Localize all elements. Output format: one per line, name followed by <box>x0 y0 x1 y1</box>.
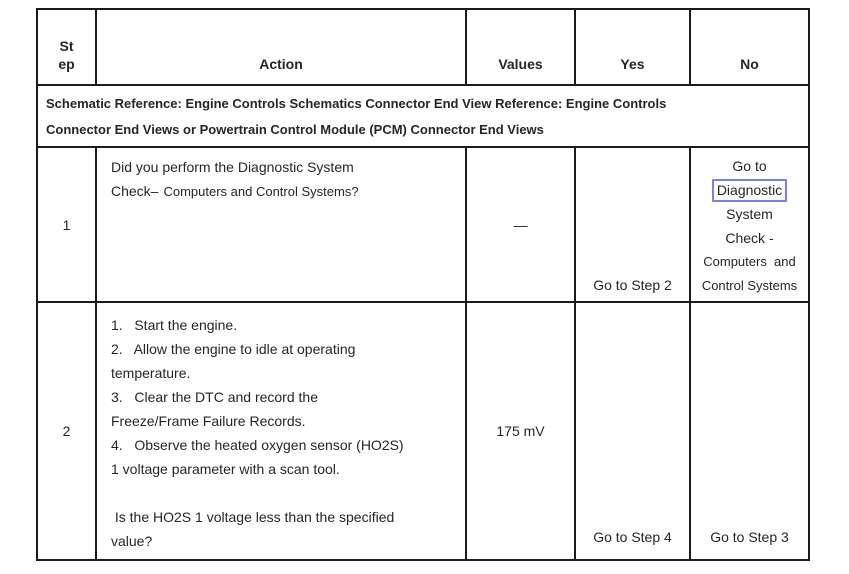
step-2-yes-cell: Go to Step 4 <box>574 301 691 561</box>
step-1-row: 1 Did you perform the Diagnostic System … <box>36 146 810 303</box>
step-2-action-line: 4. Observe the heated oxygen sensor (HO2… <box>111 437 404 453</box>
step-2-action-line <box>111 481 459 505</box>
step-2-action-line: value? <box>111 533 153 549</box>
header-row: St ep Action Values Yes No <box>36 8 810 86</box>
step-1-no-link-line[interactable]: Computers and <box>703 254 796 269</box>
schematic-reference-note: Schematic Reference: Engine Controls Sch… <box>36 84 810 148</box>
column-header-no-label: No <box>740 56 759 72</box>
step-1-action-line-2: Check– Computers and Control Systems? <box>111 179 459 204</box>
step-2-action-line: Is the HO2S 1 voltage less than the spec… <box>111 509 395 525</box>
step-1-no-line-2: Diagnostic <box>691 178 808 202</box>
diagnostic-table: St ep Action Values Yes No Schematic Ref… <box>36 8 810 561</box>
column-header-step-label: St ep <box>58 38 75 72</box>
schematic-reference-line-1: Schematic Reference: Engine Controls Sch… <box>46 96 667 111</box>
step-2-action-line: 1. Start the engine. <box>111 317 238 333</box>
column-header-action: Action <box>95 8 467 86</box>
step-1-no-line-1: Go to <box>732 158 767 174</box>
schematic-reference-row: Schematic Reference: Engine Controls Sch… <box>36 84 810 148</box>
column-header-action-label: Action <box>259 56 303 72</box>
computers-control-systems-link[interactable]: Computers and Control Systems? <box>163 184 359 199</box>
step-2-no-cell: Go to Step 3 <box>689 301 810 561</box>
step-2-action-line: 3. Clear the DTC and record the <box>111 389 318 405</box>
step-1-values-cell: — <box>465 146 576 303</box>
step-1-number: 1 <box>36 146 97 303</box>
step-1-no-line-3: System <box>726 206 773 222</box>
step-2-action-cell: 1. Start the engine. 2. Allow the engine … <box>95 301 467 561</box>
step-2-action-line: Freeze/Frame Failure Records. <box>111 413 306 429</box>
column-header-yes-label: Yes <box>620 56 645 72</box>
step-2-action-line: temperature. <box>111 365 191 381</box>
schematic-reference-line-2: Connector End Views or Powertrain Contro… <box>46 122 544 137</box>
step-2-action-line: 1 voltage parameter with a scan tool. <box>111 461 340 477</box>
step-1-action-cell: Did you perform the Diagnostic System Ch… <box>95 146 467 303</box>
diagnostic-focused-link[interactable]: Diagnostic <box>711 179 788 202</box>
step-1-no-link-line[interactable]: Control Systems <box>701 278 798 293</box>
step-2-action-line: 2. Allow the engine to idle at operating <box>111 341 356 357</box>
column-header-values: Values <box>465 8 576 86</box>
column-header-step: St ep <box>36 8 97 86</box>
step-1-action-line-2-prefix: Check– <box>111 183 159 199</box>
step-1-no-line-4: Check - <box>725 230 774 246</box>
step-1-action-line-1: Did you perform the Diagnostic System <box>111 159 354 175</box>
column-header-values-label: Values <box>498 56 543 72</box>
step-2-row: 2 1. Start the engine. 2. Allow the engin… <box>36 301 810 561</box>
step-2-number: 2 <box>36 301 97 561</box>
step-2-values-cell: 175 mV <box>465 301 576 561</box>
column-header-no: No <box>689 8 810 86</box>
step-1-yes-cell: Go to Step 2 <box>574 146 691 303</box>
step-1-no-cell: Go to Diagnostic System Check - Computer… <box>689 146 810 303</box>
column-header-yes: Yes <box>574 8 691 86</box>
